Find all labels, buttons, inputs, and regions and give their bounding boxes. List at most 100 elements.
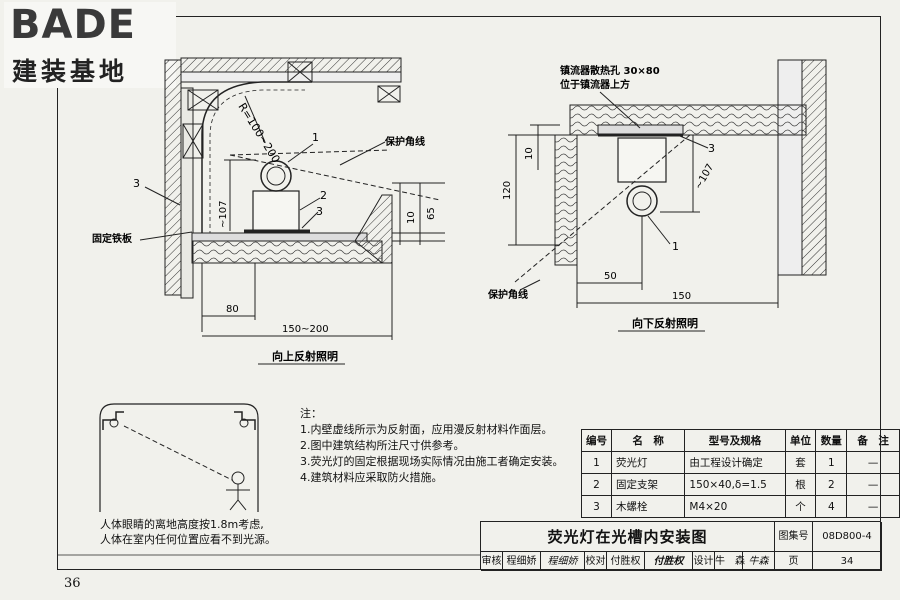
drawing-frame: [57, 16, 881, 570]
checker-name: 付胜权: [607, 552, 645, 571]
fixed-plate-label: 固定铁板: [92, 232, 133, 245]
callout-3-up: 3: [316, 205, 323, 218]
note-item-1: 1.内壁虚线所示为反射面，应用漫反射材料作面层。: [300, 423, 553, 436]
atlas-label: 图集号: [775, 522, 813, 552]
fluorescent-tube: [260, 160, 292, 192]
designer-signature: 牛森: [743, 552, 775, 571]
table-row: 3 木螺栓 M4×20 个 4 —: [581, 495, 900, 518]
callout-3-wall: 3: [133, 177, 140, 190]
dim-10-up: 10: [406, 211, 417, 224]
logo-brand: BADE: [10, 2, 136, 48]
row-2-spec: 150×40,δ=1.5: [684, 473, 786, 496]
designer-name: 牛 森: [715, 552, 745, 571]
right-trough-icon: [234, 411, 256, 430]
callout-3-down: 3: [708, 142, 715, 155]
fixture-holder-down: [617, 137, 667, 183]
left-trough-icon: [102, 411, 124, 430]
logo-subtitle: 建装基地: [12, 57, 129, 86]
trough-lip: [354, 194, 393, 264]
trough-base: [191, 240, 383, 264]
radius-leader: [244, 95, 266, 143]
page-label: 页: [775, 552, 813, 571]
header-quantity: 数量: [815, 429, 848, 452]
row-1-quantity: 1: [815, 451, 848, 474]
protective-corner-label-up: 保护角线: [384, 135, 425, 148]
callout-2-up: 2: [320, 189, 327, 202]
row-1-remarks: —: [846, 451, 900, 474]
room-outline: [99, 403, 259, 512]
protective-sight-line-down: [514, 134, 691, 283]
right-wall-lining: [777, 59, 803, 276]
dim-120-down: 120: [502, 181, 513, 200]
notes-heading: 注：: [300, 407, 322, 420]
row-1-spec: 由工程设计确定: [684, 451, 786, 474]
protective-sight-line-2: [229, 149, 391, 156]
drawing-title: 荧光灯在光槽内安装图: [481, 522, 775, 552]
row-2-name: 固定支架: [610, 473, 686, 496]
fixture-holder: [252, 190, 300, 232]
review-label: 审核: [481, 552, 503, 571]
row-3-name: 木螺栓: [610, 495, 686, 518]
caption-upward: 向上反射照明: [272, 349, 338, 363]
callout-1-down: 1: [672, 240, 679, 253]
row-2-number: 2: [581, 473, 612, 496]
downward-reflection-diagram: 镇流器散热孔 30×80 位于镇流器上方 3 1 保护角线 ~107 10 12…: [487, 59, 827, 332]
page-value: 34: [813, 552, 882, 571]
dim-50-down: 50: [604, 271, 617, 282]
note-item-3: 3.荧光灯的固定根据现场实际情况由施工者确定安装。: [300, 455, 564, 468]
notes-block: 注： 1.内壁虚线所示为反射面，应用漫反射材料作面层。 2.图中建筑结构所注尺寸…: [300, 406, 564, 486]
radius-label: R=100~200: [235, 101, 282, 166]
tube-inner: [266, 166, 286, 186]
checker-signature: 付胜权: [645, 552, 693, 571]
row-1-unit: 套: [784, 451, 817, 474]
row-2-quantity: 2: [815, 473, 848, 496]
table-row: 2 固定支架 150×40,δ=1.5 根 2 —: [581, 473, 900, 496]
human-note-line-2: 人体在室内任何位置应看不到光源。: [100, 533, 276, 546]
fluorescent-tube-down: [626, 185, 658, 217]
header-number: 编号: [581, 429, 612, 452]
callout-1-up: 1: [312, 131, 319, 144]
human-sight-note: 人体眼睛的离地高度按1.8m考虑, 人体在室内任何位置应看不到光源。: [100, 517, 276, 547]
page-number: 36: [64, 576, 81, 591]
reviewer-name: 程细娇: [503, 552, 541, 571]
reflective-surface-dashed: [209, 89, 305, 235]
ceiling-lining: [180, 71, 402, 83]
title-block: 荧光灯在光槽内安装图 图集号 08D800-4 审核 程细娇 程细娇 校对 付胜…: [480, 521, 882, 571]
reviewer-signature: 程细娇: [541, 552, 585, 571]
protective-sight-line: [229, 154, 441, 201]
row-2-unit: 根: [784, 473, 817, 496]
row-3-unit: 个: [784, 495, 817, 518]
design-label: 设计: [693, 552, 715, 571]
atlas-value: 08D800-4: [813, 522, 882, 552]
parts-table: 编号 名 称 型号及规格 单位 数量 备 注 1 荧光灯 由工程设计确定 套 1…: [581, 429, 900, 518]
header-unit: 单位: [784, 429, 817, 452]
row-3-number: 3: [581, 495, 612, 518]
caption-downward: 向下反射照明: [632, 316, 698, 330]
dim-107-down: ~107: [693, 162, 716, 191]
note-item-4: 4.建筑材料应采取防火措施。: [300, 471, 443, 484]
sight-line: [123, 425, 233, 481]
ballast-note-1: 镇流器散热孔 30×80: [560, 64, 660, 77]
dim-80-up: 80: [226, 304, 239, 315]
dim-150-200-up: 150~200: [282, 324, 329, 335]
watermark-logo: BADE 建装基地: [4, 2, 176, 88]
row-3-quantity: 4: [815, 495, 848, 518]
table-row: 1 荧光灯 由工程设计确定 套 1 —: [581, 451, 900, 474]
row-3-remarks: —: [846, 495, 900, 518]
human-note-line-1: 人体眼睛的离地高度按1.8m考虑,: [100, 518, 264, 531]
curved-reflector: [201, 81, 312, 235]
dim-65-up: 65: [426, 207, 437, 220]
row-3-spec: M4×20: [684, 495, 786, 518]
trough-plate: [191, 232, 368, 242]
sight-line-diagram: [99, 403, 259, 512]
tube-inner-down: [632, 191, 652, 211]
dim-10-down: 10: [524, 147, 535, 160]
right-wall: [801, 59, 827, 276]
left-wall: [164, 59, 182, 296]
row-2-remarks: —: [846, 473, 900, 496]
header-remarks: 备 注: [846, 429, 900, 452]
upward-reflection-diagram: R=100~200 1 2 3 3 保护角线 固定铁板 ~107 10: [92, 57, 445, 365]
row-1-name: 荧光灯: [610, 451, 686, 474]
